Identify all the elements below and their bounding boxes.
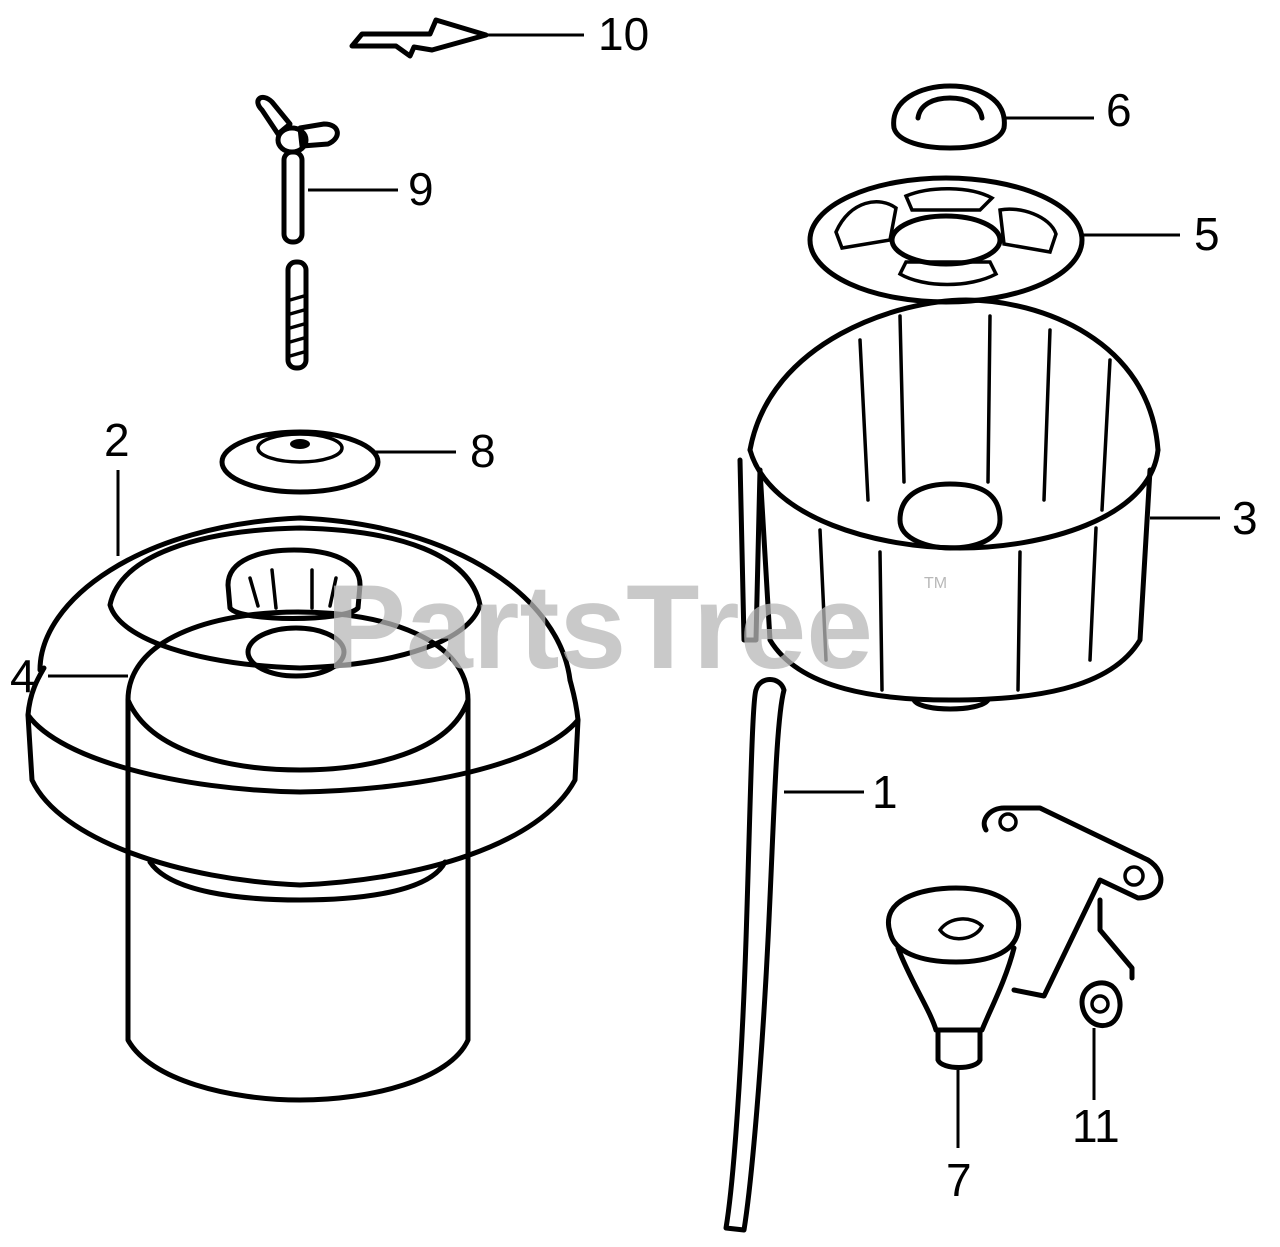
callout-3[interactable]: 3 [1232,492,1258,544]
callout-5[interactable]: 5 [1194,208,1220,260]
part-9-wing-bolt[interactable] [255,95,340,371]
callouts: 10 9 8 2 4 6 5 3 1 7 11 [10,8,1258,1206]
callout-11[interactable]: 11 [1072,1100,1120,1152]
part-7-fuel-strainer[interactable] [885,805,1164,1070]
part-11-nut[interactable] [1079,980,1123,1028]
part-4-foam-element[interactable] [125,609,471,1103]
part-8-washer-plate[interactable] [219,429,381,495]
callout-8[interactable]: 8 [470,425,496,477]
callout-6[interactable]: 6 [1106,84,1132,136]
part-3-air-cleaner-case[interactable] [737,297,1161,712]
callout-1[interactable]: 1 [872,766,898,818]
watermark-tm: TM [924,575,947,592]
part-5-grid-plate[interactable] [807,175,1085,305]
part-10-direction-arrow[interactable] [349,17,489,59]
watermark: PartsTree TM [326,560,947,694]
part-6-grommet[interactable] [891,83,1007,151]
part-2-air-cleaner-cover[interactable] [25,515,581,903]
callout-2[interactable]: 2 [104,414,130,466]
part-1-tube[interactable] [723,677,787,1233]
callout-7[interactable]: 7 [946,1154,972,1206]
leader-lines [48,33,1220,1148]
callout-9[interactable]: 9 [408,163,434,215]
callout-4[interactable]: 4 [10,650,36,702]
watermark-brand: PartsTree [326,560,873,694]
callout-10[interactable]: 10 [598,8,649,60]
